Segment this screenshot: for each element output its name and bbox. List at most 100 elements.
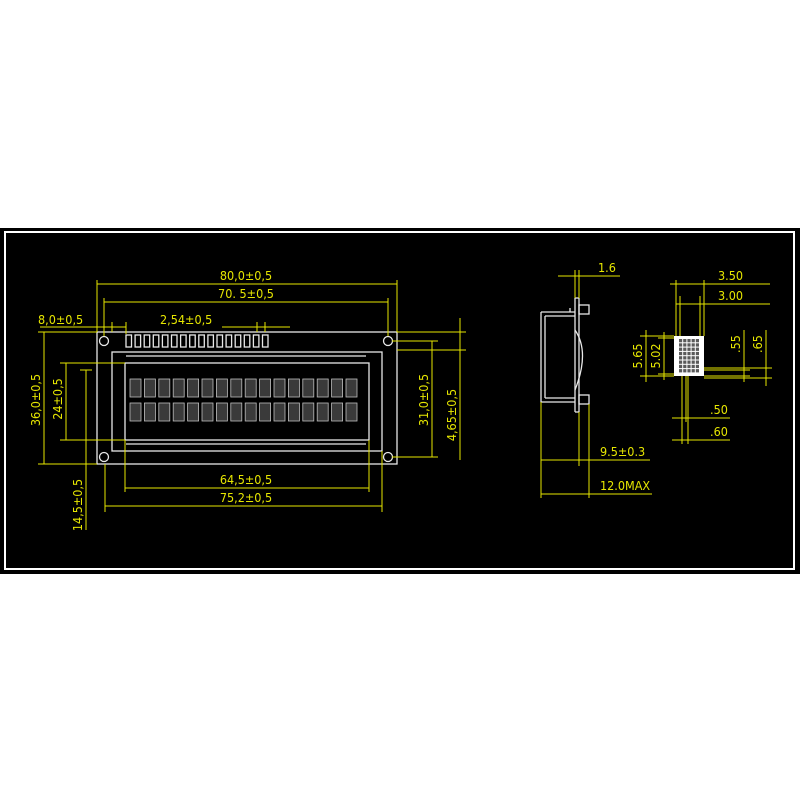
dim-line-body-thickness [540, 402, 650, 466]
dot [691, 364, 695, 369]
character-cell [331, 378, 344, 398]
dot [695, 360, 699, 364]
dim-line-dot-area-width [676, 296, 770, 336]
character-cell [201, 378, 214, 398]
dim-line-hole-spacing [103, 298, 389, 336]
dot [695, 356, 699, 360]
viewing-area-outline [124, 362, 370, 441]
pin [143, 334, 151, 348]
dot [687, 364, 691, 369]
connector-top [578, 304, 590, 315]
pin [198, 334, 205, 348]
character-cell [287, 402, 300, 422]
dim-line-dot-pitch-h [672, 376, 730, 444]
pin-header [125, 334, 269, 348]
label-overall-width: 80,0±0,5 [220, 268, 272, 283]
pin [134, 334, 142, 348]
label-pcb-thickness: 1.6 [598, 260, 616, 275]
pin [225, 334, 233, 348]
dot [687, 360, 691, 364]
dot [687, 347, 691, 351]
pin [125, 334, 133, 348]
dot [683, 356, 687, 360]
pin [216, 334, 224, 348]
character-cell [230, 378, 243, 398]
pin [170, 334, 178, 348]
character-cell [302, 402, 315, 422]
character-grid [129, 378, 358, 422]
dim-line-char-height [640, 330, 674, 382]
dim-line-overall-height [38, 331, 97, 465]
dot [687, 369, 691, 373]
character-cell [287, 378, 300, 398]
dot [679, 356, 683, 360]
dim-line-bottom-offset [397, 318, 466, 460]
character-cell [143, 402, 156, 422]
label-viewing-offset: 14,5±0,5 [70, 479, 85, 531]
dot [687, 339, 691, 343]
character-cell [215, 402, 228, 422]
dot [687, 356, 691, 360]
dim-line-char-width [670, 280, 770, 336]
dot [683, 360, 687, 364]
label-pin-offset: 8,0±0,5 [38, 312, 83, 327]
label-dot-width: .50 [710, 402, 728, 417]
character-cell [187, 378, 200, 398]
dim-line-dot-area-height [658, 332, 674, 380]
dim-line-viewing-width [124, 440, 370, 492]
pin [252, 334, 260, 348]
dim-line-viewing-height [60, 362, 125, 441]
dot [683, 347, 687, 351]
dot [691, 360, 695, 364]
dot [679, 369, 683, 373]
character-cell [316, 378, 329, 398]
character-cell [230, 402, 243, 422]
character-cell [158, 378, 171, 398]
pin [234, 334, 242, 348]
dot [691, 343, 695, 347]
pcb-outline [96, 331, 398, 465]
label-viewing-height: 24±0,5 [50, 378, 65, 420]
dot [695, 369, 699, 373]
character-cell [273, 378, 286, 398]
dim-line-viewing-offset [80, 369, 92, 530]
label-dot-area-height: 5.02 [648, 343, 663, 368]
dot [679, 343, 683, 347]
dot [679, 339, 683, 343]
character-cell [143, 378, 156, 398]
label-char-height: 5.65 [630, 343, 645, 368]
dot [683, 343, 687, 347]
label-viewing-width: 64,5±0,5 [220, 472, 272, 487]
dim-line-pin-pitch [222, 322, 290, 332]
character-cell [302, 378, 315, 398]
character-cell [244, 402, 257, 422]
dim-line-pin-offset [40, 322, 127, 334]
label-dot-height: .55 [728, 335, 743, 353]
dot [691, 347, 695, 351]
label-hole-spacing: 70. 5±0,5 [218, 286, 274, 301]
character-cell [187, 402, 200, 422]
dot [683, 369, 687, 373]
dot [695, 339, 699, 343]
dot [695, 347, 699, 351]
pin [189, 334, 196, 348]
character-cell [345, 378, 358, 398]
dim-line-dot-height [704, 330, 750, 382]
dot [691, 351, 695, 356]
mount-hole-tl [98, 335, 110, 347]
dot [683, 351, 687, 356]
label-dot-area-width: 3.00 [718, 288, 743, 303]
character-cell [201, 402, 214, 422]
label-dot-pitch: .65 [750, 335, 765, 353]
pin [243, 334, 251, 348]
dot [691, 339, 695, 343]
character-cell [316, 402, 329, 422]
dot [679, 351, 683, 356]
character-cell [172, 378, 185, 398]
front-view [96, 331, 398, 465]
pin [207, 334, 215, 348]
label-bezel-width: 75,2±0,5 [220, 490, 272, 505]
pin [179, 334, 187, 348]
dim-line-bezel-width [104, 451, 383, 512]
